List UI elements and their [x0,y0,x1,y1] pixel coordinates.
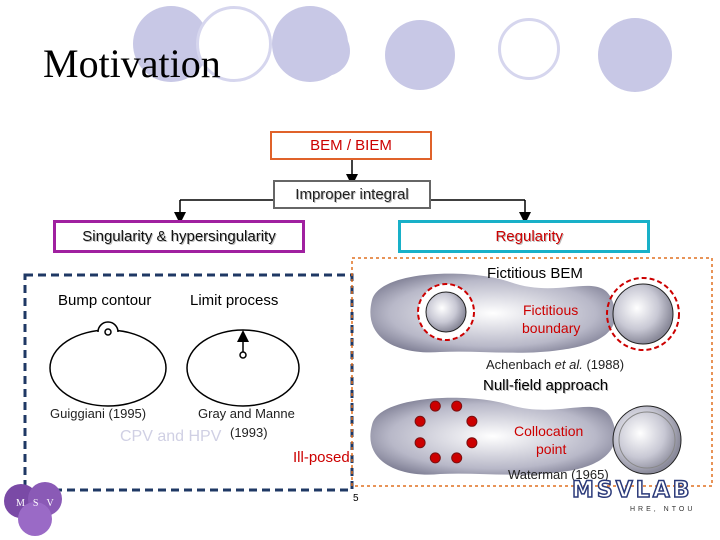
msv-logo-text: MSV [16,498,62,509]
limit-process-label: Limit process [190,292,279,309]
regularity-label: Regularity [495,228,563,245]
right-panel-frame [351,257,713,487]
singularity-label: Singularity & hypersingularity [82,228,276,245]
collocation-point [429,400,441,412]
decorative-circle [498,18,560,80]
improper-integral-box: Improper integral [273,180,431,209]
msvlab-logo-text: MSVLAB [571,477,693,504]
fictitious-boundary-label-1: Fictitious [523,302,579,318]
bump-contour-label: Bump contour [58,292,152,309]
collocation-point [451,452,463,464]
achenbach-citation: Achenbach et al. (1988) [486,357,624,372]
bem-biem-label: BEM / BIEM [310,137,392,154]
gray-manne-citation: Gray and Manne [198,406,295,421]
improper-integral-label: Improper integral [295,186,409,203]
fictitious-disk [612,283,674,345]
bump-contour-arc [97,321,119,333]
null-field-disk [612,405,682,475]
achenbach-year: (1988) [582,357,625,372]
bump-contour-point [104,328,112,336]
fictitious-disk-outline [606,277,680,351]
cpv-hpv-label: CPV and HPV [120,428,222,445]
regularity-box: Regularity [398,220,650,253]
decorative-circle [300,26,350,76]
fictitious-inner-circle [425,291,467,333]
fictitious-blob [370,273,616,353]
decorative-circle [196,6,272,82]
null-field-label: Null-field approach [483,377,609,394]
achenbach-etal: et al. [554,357,583,372]
msvlab-logo: MSVLAB HRE, NTOU [571,477,717,518]
collocation-label-2: point [536,441,567,457]
msv-logo-circle-3 [18,502,52,536]
collocation-point [466,437,478,449]
limit-process-point [239,351,247,359]
fictitious-boundary-label-2: boundary [522,320,581,336]
bem-biem-box: BEM / BIEM [270,131,432,160]
slide-title: Motivation [43,41,221,86]
decorative-circle [598,18,672,92]
msvlab-logo-subtext: HRE, NTOU [630,506,696,513]
gray-manne-year: (1993) [230,425,268,440]
guiggiani-citation: Guiggiani (1995) [50,406,147,421]
waterman-citation: Waterman (1965) [508,467,609,482]
null-field-disk-inner [618,411,676,469]
collocation-point [414,437,426,449]
ill-posed-label: Ill-posed [293,449,350,466]
collocation-points [414,400,478,464]
msv-logo: MSV [4,480,64,538]
collocation-point [414,415,426,427]
fictitious-bem-label: Fictitious BEM [487,265,583,282]
collocation-label-1: Collocation [514,423,584,439]
bump-contour-ellipse [49,329,167,407]
collocation-point [429,452,441,464]
singularity-box: Singularity & hypersingularity [53,220,305,253]
collocation-point [466,415,478,427]
collocation-point [451,400,463,412]
page-number: 5 [353,493,359,504]
decorative-circle [385,20,455,90]
achenbach-prefix: Achenbach [486,357,555,372]
